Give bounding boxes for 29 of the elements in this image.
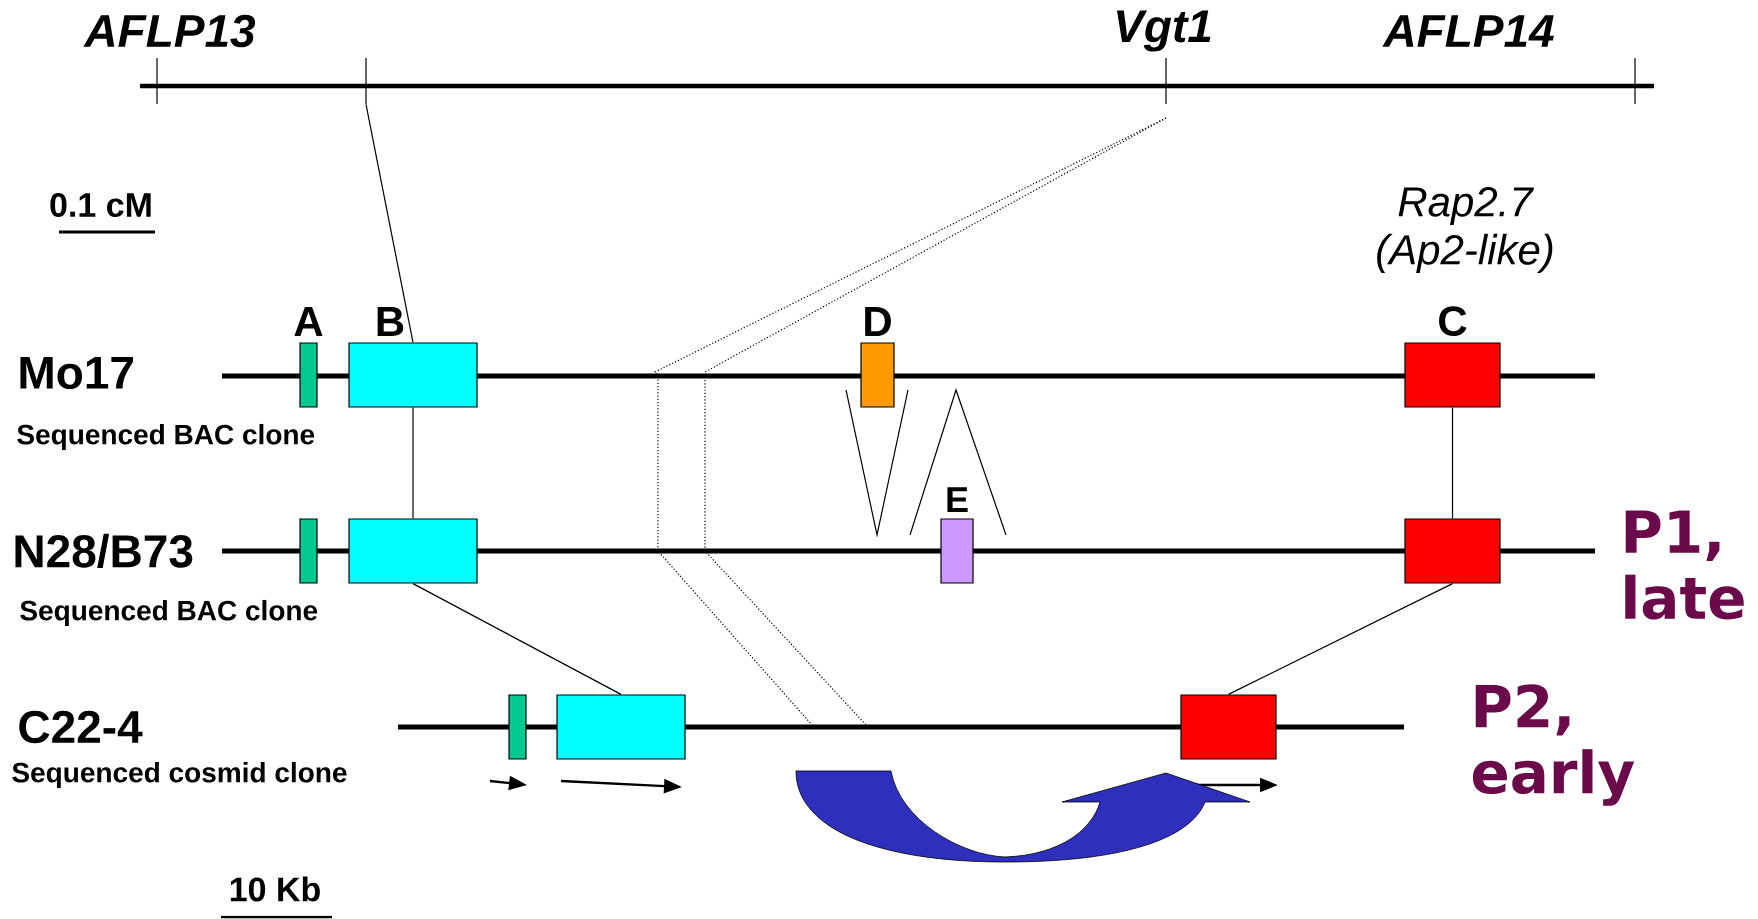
gene-label: B — [377, 307, 404, 336]
gene-box — [1180, 694, 1277, 760]
label-text: Sequenced cosmid clone — [12, 761, 347, 789]
gene-label: D — [865, 307, 891, 336]
label-text: 10 Kb — [230, 876, 320, 902]
genetic-map-drawing — [140, 57, 1654, 105]
connector-line — [412, 583, 622, 695]
gene-box — [556, 694, 686, 760]
connector-line — [1227, 583, 1454, 695]
gene-label: C — [1439, 306, 1467, 336]
connector-line — [412, 407, 414, 519]
label-text: AFLP13 — [83, 14, 256, 48]
label-text: 0.1 cM — [50, 192, 151, 218]
label-text: C22-4 — [19, 710, 143, 744]
gene-name: Rap2.7 (Ap2-like) — [1377, 186, 1553, 273]
gene-box — [299, 518, 318, 584]
connector-line — [365, 103, 414, 343]
gene-box — [348, 518, 478, 584]
label-text: P1, late — [1625, 510, 1744, 620]
label-text: Sequenced BAC clone — [17, 423, 315, 451]
label-text: P2, early — [1472, 684, 1635, 806]
label-text: Mo17 — [20, 356, 133, 390]
connector-line — [1451, 407, 1454, 519]
gene-box — [508, 694, 527, 760]
label-text: Sequenced BAC clone — [20, 599, 318, 627]
gene-box — [1404, 518, 1501, 584]
label-text: N28/B73 — [15, 533, 193, 569]
gene-label: A — [294, 307, 323, 336]
gene-label: E — [947, 487, 968, 512]
